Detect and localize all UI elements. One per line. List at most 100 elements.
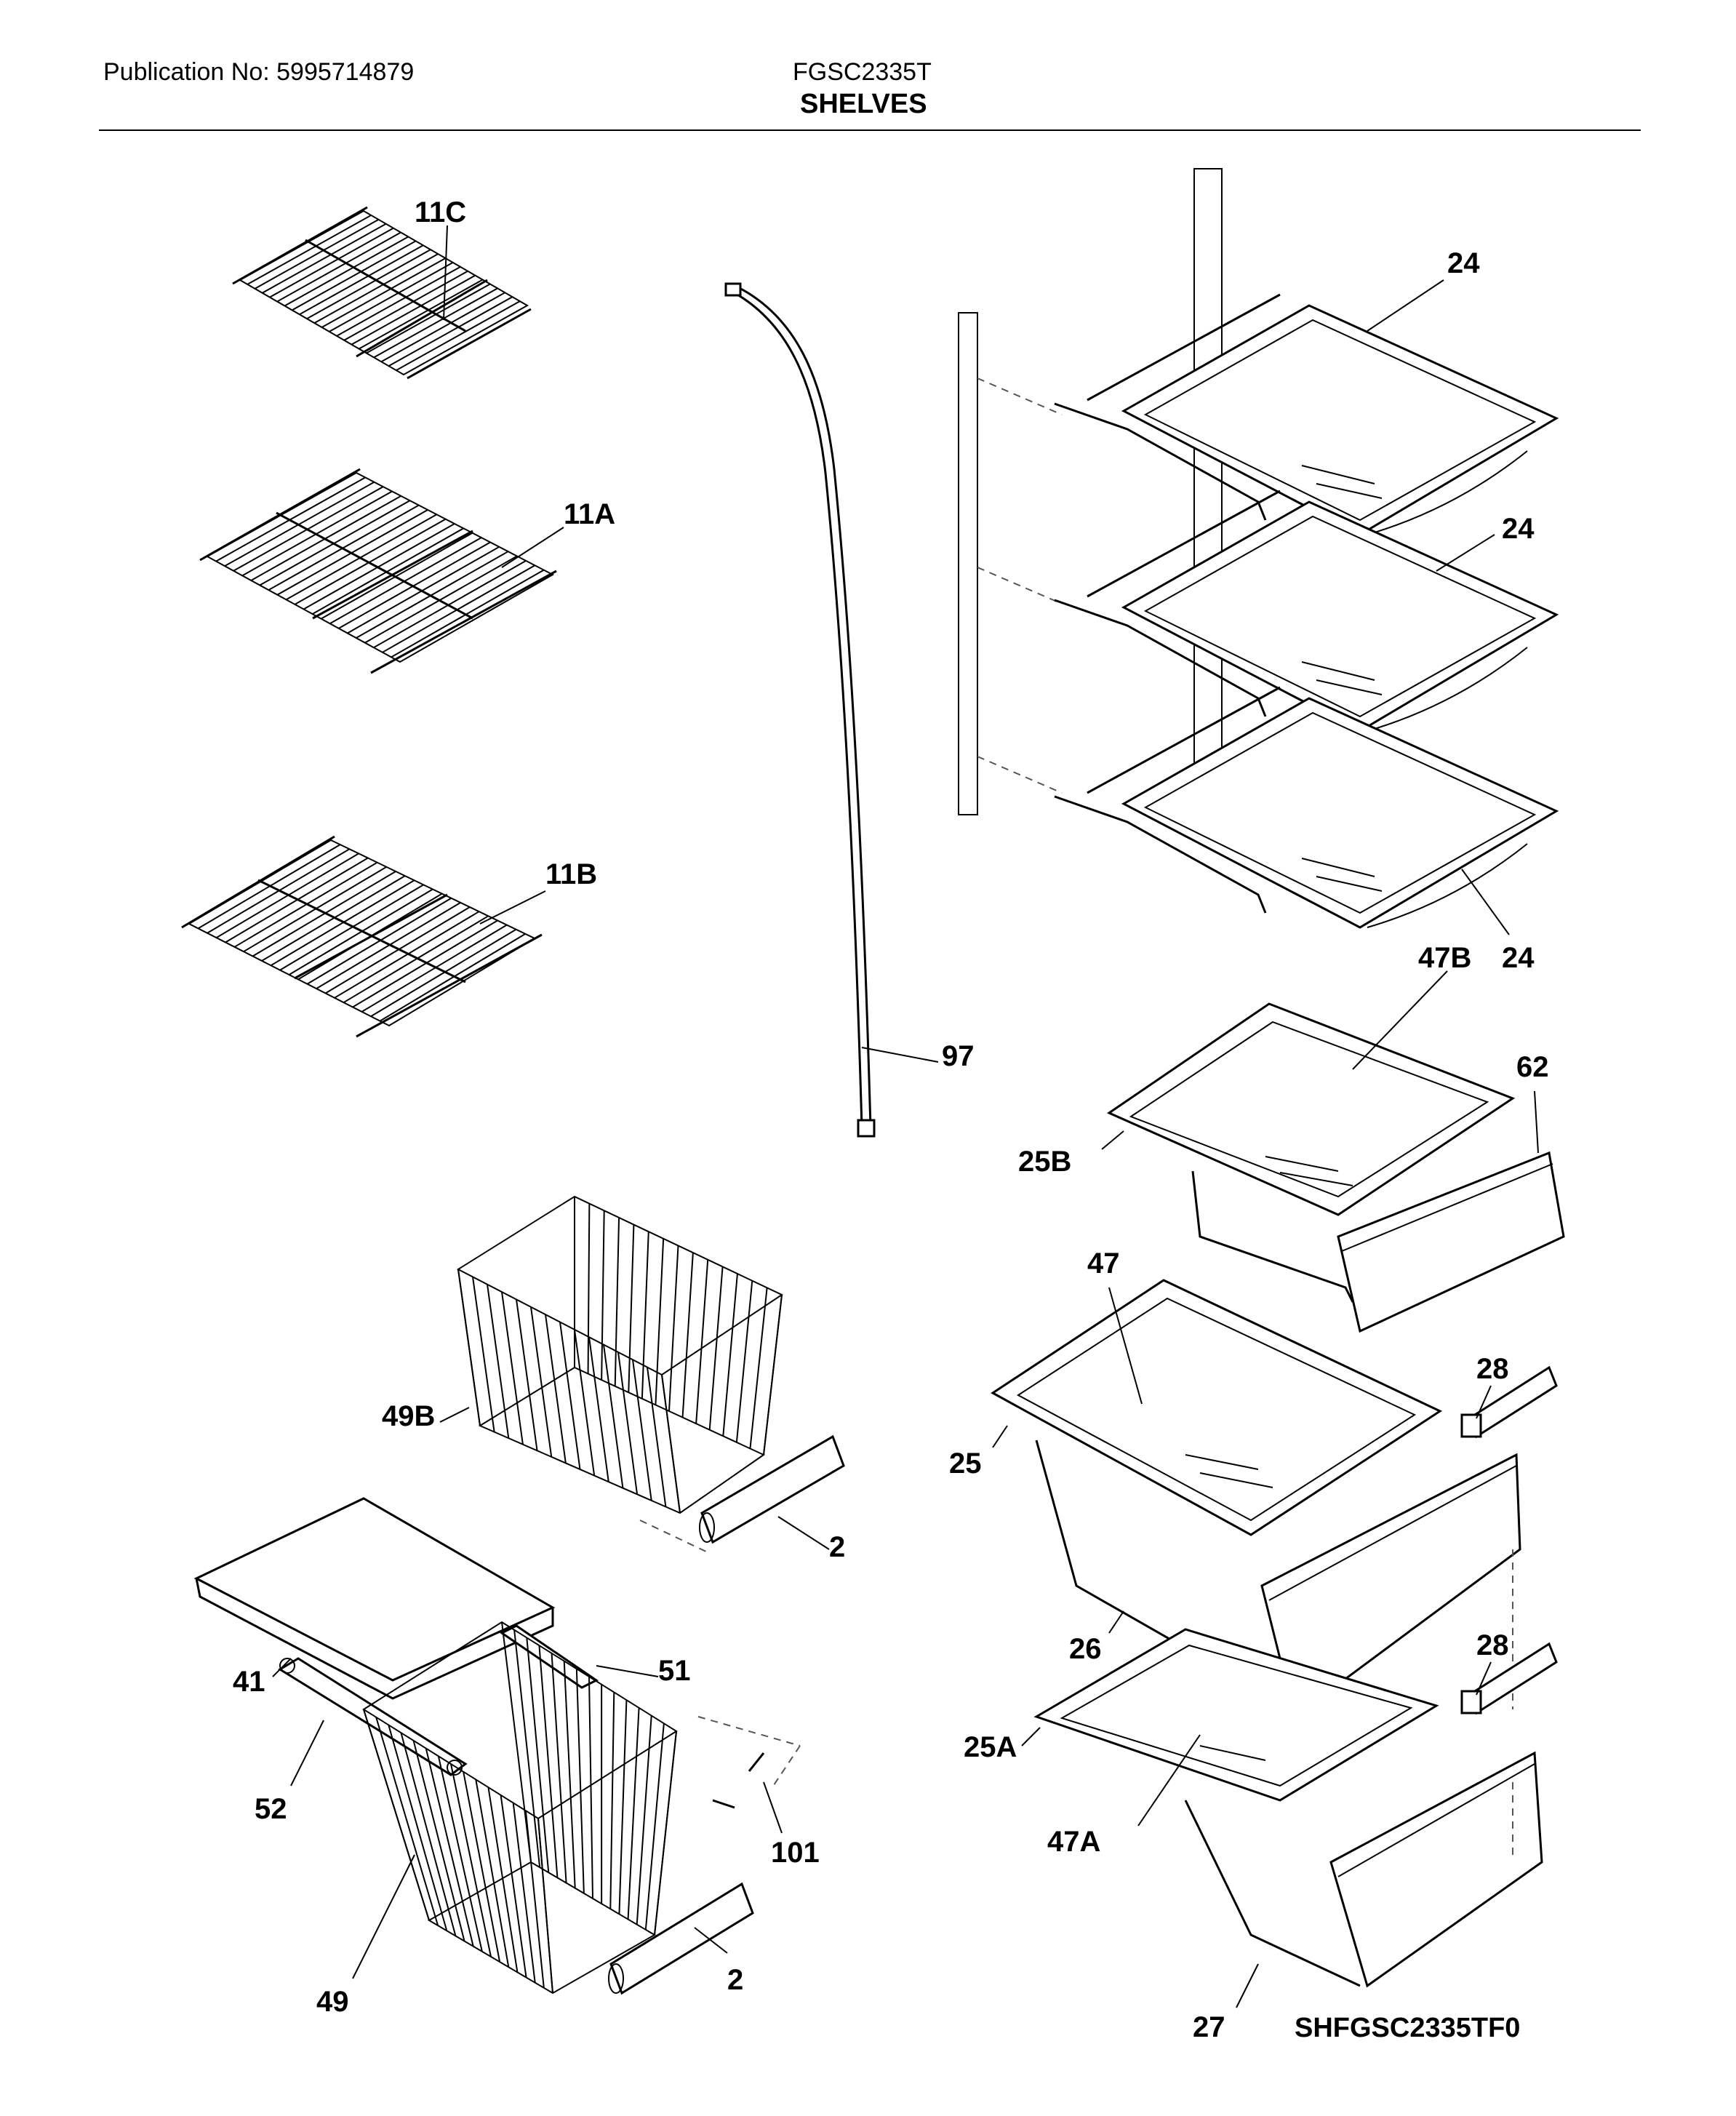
basket-wire [412, 1740, 465, 1941]
wire-basket-49B [456, 1195, 784, 1514]
callout-28-lower: 28 [1476, 1629, 1509, 1661]
wire-rod [276, 509, 428, 596]
basket-wire [563, 1661, 576, 1888]
basket-wire [617, 1352, 639, 1495]
wire-rod [312, 527, 464, 615]
wire-rod [197, 844, 341, 930]
callout-11C: 11C [415, 196, 466, 228]
wire-rod [241, 490, 393, 577]
wire-rod [379, 933, 526, 1022]
glass-shelf [1054, 293, 1559, 536]
callout-25: 25 [949, 1448, 982, 1480]
callout-41: 41 [233, 1666, 265, 1698]
wire-rod [233, 861, 378, 948]
wire-basket-49 [362, 1621, 678, 1995]
wire-rod [321, 257, 446, 328]
callout-49B: 49B [382, 1400, 435, 1432]
glass-shelf [1054, 686, 1559, 929]
crisper-pan-62 [1191, 1151, 1565, 1333]
basket-wire [500, 1794, 527, 1978]
basket-wire [681, 1253, 694, 1418]
basket-wire [695, 1259, 709, 1424]
wire-rod [364, 555, 518, 644]
basket-wire [463, 1771, 501, 1963]
wire-rod [321, 532, 473, 620]
shelf-rails [958, 168, 1223, 815]
basket-wire [538, 1645, 559, 1878]
crisper-cover-47 [991, 1279, 1443, 1536]
wire-rod [294, 518, 447, 605]
wire-rod [316, 902, 461, 989]
basket-wire [513, 1629, 541, 1868]
crisper-cover-47B [1106, 1002, 1516, 1216]
basket-wire [628, 1224, 635, 1393]
trim-2-lower [608, 1882, 754, 1995]
wire-rod [259, 500, 411, 586]
basket-wire [647, 1367, 667, 1507]
callout-27: 27 [1193, 2011, 1225, 2043]
basket-wire [636, 1715, 652, 1925]
wire-rod [306, 897, 452, 985]
wire-rod [268, 504, 420, 591]
callout-97: 97 [942, 1040, 975, 1072]
basket-wire [530, 1306, 553, 1457]
wire-shelf-11A [199, 468, 557, 674]
trim-2-upper [639, 1434, 845, 1554]
basket-wire [708, 1266, 724, 1430]
basket-wire [641, 1231, 649, 1399]
basket-wire [501, 1291, 524, 1445]
callout-25A: 25A [964, 1731, 1017, 1763]
basket-wire [363, 1709, 430, 1921]
model-number: FGSC2335T [793, 58, 932, 86]
callout-47A: 47A [1047, 1826, 1100, 1858]
basket-wire [487, 1786, 519, 1973]
wire-rod [243, 866, 387, 953]
basket-wire [632, 1360, 652, 1501]
wire-rod [329, 537, 482, 625]
callout-11A: 11A [564, 498, 615, 530]
wire-rod [247, 215, 372, 285]
basket-wire [735, 1280, 753, 1442]
basket-wire [457, 1269, 481, 1426]
wire-rod [292, 240, 417, 311]
callout-62: 62 [1516, 1051, 1549, 1083]
basket-wire [588, 1676, 593, 1899]
basket-wire [551, 1653, 567, 1883]
wire-rod [224, 481, 375, 567]
basket-wire [722, 1273, 738, 1437]
wire-rod [359, 279, 484, 350]
wire-rod [306, 249, 431, 320]
slide-rail-52 [278, 1657, 468, 1776]
wire-rod [343, 915, 489, 1004]
wire-rod [288, 888, 433, 975]
water-tube-97 [724, 282, 876, 1138]
callout-47B: 47B [1418, 942, 1471, 974]
basket-wire [654, 1730, 677, 1936]
wire-rod [380, 292, 505, 363]
basket-cover-41 [193, 1497, 556, 1700]
basket-wire [601, 1210, 605, 1381]
callout-2-upper: 2 [829, 1531, 845, 1563]
wire-rod [396, 300, 521, 371]
wire-rod [261, 875, 406, 962]
callout-24-top: 24 [1447, 247, 1480, 279]
wire-rod [370, 928, 517, 1018]
wire-rod [382, 564, 535, 653]
basket-wire [574, 1329, 596, 1476]
wire-rod [225, 857, 369, 943]
basket-wire [655, 1238, 665, 1405]
callout-51: 51 [658, 1655, 691, 1687]
basket-wire [603, 1344, 624, 1488]
wire-rod [299, 244, 424, 316]
wire-rod [373, 287, 498, 359]
wire-rod [252, 871, 396, 957]
callout-2-lower: 2 [727, 1964, 743, 1996]
callout-101: 101 [771, 1837, 820, 1869]
slide-rail-51 [500, 1624, 599, 1689]
section-title: SHELVES [800, 89, 927, 119]
basket-wire [575, 1669, 585, 1893]
crisper-cover-47A [1033, 1628, 1439, 1802]
wire-rod [366, 283, 491, 354]
basket-wire [400, 1732, 457, 1936]
bracket-28-lower [1460, 1642, 1558, 1715]
